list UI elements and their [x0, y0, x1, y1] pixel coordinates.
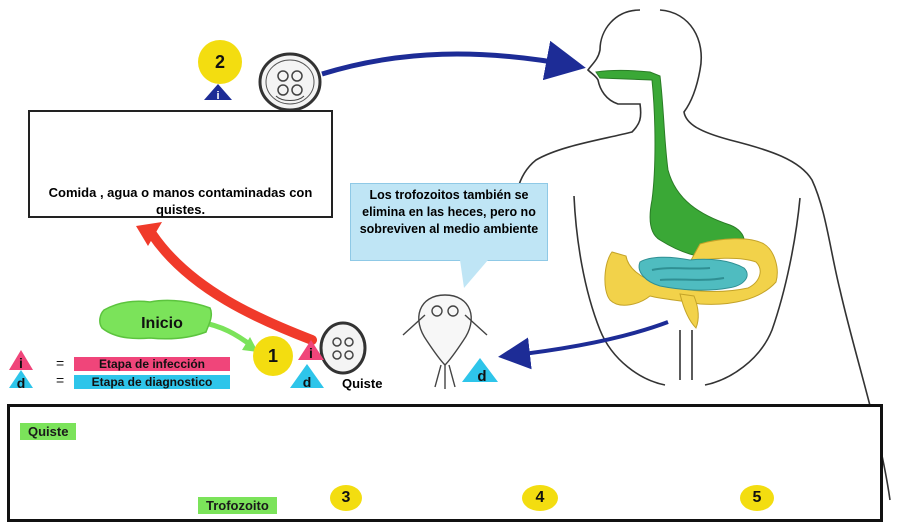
svg-text:d: d: [477, 368, 486, 385]
legend-diagnostic-label: Etapa de diagnostico: [74, 375, 230, 389]
rectum: [679, 293, 699, 329]
legend-equals-1: =: [56, 355, 64, 371]
diagnostic-stage-marker-trophozoite: d: [462, 358, 498, 385]
arrow-cyst-to-food: [136, 222, 317, 345]
large-intestine: [604, 238, 778, 306]
trophozoite-icon-middle: [402, 294, 488, 389]
bubble-tail: [460, 260, 488, 288]
esophagus: [595, 70, 745, 259]
legend-infection-label: Etapa de infección: [74, 357, 230, 371]
step-number-4: 4: [522, 485, 558, 511]
start-badge-shape: [99, 299, 213, 340]
infection-stage-marker-step1: i: [298, 340, 324, 361]
start-label: Inicio: [141, 315, 183, 332]
svg-text:i: i: [216, 90, 219, 102]
cyst-icon-step2: [258, 52, 322, 112]
step-number-5: 5: [740, 485, 774, 511]
svg-text:d: d: [303, 374, 312, 390]
legend-diagnostic-symbol: d: [9, 370, 33, 391]
human-body-outline: [513, 9, 891, 501]
lifecycle-stages-panel: Quiste Trofozoito 3 4 5: [7, 404, 883, 522]
legend-infection-letter: i: [19, 355, 23, 371]
legend-equals-2: =: [56, 372, 64, 388]
food-box-caption: Comida , agua o manos contaminadas con q…: [48, 185, 313, 217]
step-number-1: 1: [253, 336, 293, 376]
contaminated-food-box: Comida , agua o manos contaminadas con q…: [28, 110, 333, 218]
arrow-intestine-to-trophozoite: [498, 320, 669, 370]
digestive-tract: [595, 70, 778, 329]
bottom-trophozoite-label: Trofozoito: [198, 497, 277, 514]
small-intestine: [638, 256, 748, 291]
bottom-cyst-label: Quiste: [20, 423, 77, 440]
legend-infection-symbol: i: [9, 350, 33, 371]
diagnostic-stage-marker-step1: d: [290, 364, 324, 390]
step-number-2: 2: [198, 40, 242, 84]
svg-text:i: i: [309, 345, 313, 361]
trophozoite-note-text: Los trofozoitos también se elimina en la…: [359, 188, 539, 236]
cyst-label: Quiste: [342, 376, 383, 391]
arrow-cyst-to-mouth: [321, 40, 586, 81]
legend-diagnostic-letter: d: [17, 375, 26, 391]
cyst-icon-step1: [319, 321, 367, 375]
trophozoite-note-bubble: Los trofozoitos también se elimina en la…: [350, 183, 548, 261]
step-number-3: 3: [330, 485, 362, 511]
infection-stage-marker-step2: i: [204, 84, 232, 102]
